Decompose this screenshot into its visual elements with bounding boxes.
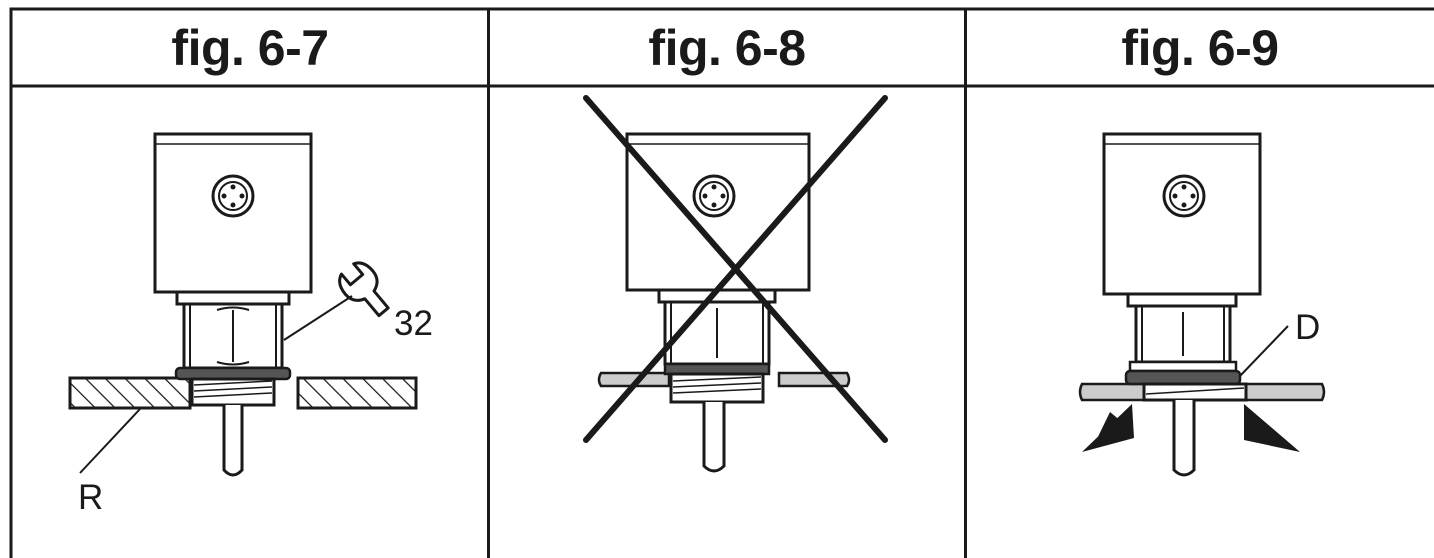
thread — [669, 372, 765, 404]
seal-D — [1124, 369, 1242, 386]
sensor-housing — [153, 132, 313, 294]
fig-6-7-title: fig. 6-7 — [171, 20, 329, 76]
thread — [190, 377, 276, 407]
arrow-left-shaft — [1094, 412, 1122, 445]
wrench-icon — [338, 261, 390, 318]
probe — [1172, 400, 1196, 477]
fig-6-9-panel: D — [966, 88, 1434, 558]
mounting-surface — [68, 376, 418, 410]
fig-6-9-drawing: D — [1078, 132, 1326, 477]
connector-icon — [692, 174, 736, 218]
cross-out-mark — [583, 95, 888, 443]
connector-icon — [211, 174, 255, 218]
fig-6-8-panel — [489, 88, 965, 558]
fig-6-8-drawing — [583, 95, 888, 473]
hex-nut — [1134, 304, 1232, 364]
leader-line-wrench — [283, 295, 353, 341]
sensor-housing — [1102, 132, 1262, 296]
sensor-neck — [1126, 292, 1238, 308]
seal-ring — [174, 366, 292, 381]
leader-line-R — [79, 408, 141, 474]
thin-plate-left — [597, 371, 671, 388]
washer — [1128, 360, 1238, 373]
seal-label-D: D — [1295, 308, 1320, 347]
thin-plate-right — [1244, 382, 1326, 402]
wrench-size-label: 32 — [394, 304, 433, 343]
leader-line-D — [1239, 325, 1289, 377]
fig-6-9-title: fig. 6-9 — [1121, 20, 1279, 76]
probe — [222, 405, 244, 477]
probe — [702, 402, 726, 473]
surface-label-R: R — [78, 478, 103, 517]
fig-6-8-title: fig. 6-8 — [648, 20, 806, 76]
hex-nut — [182, 302, 284, 370]
thread — [1142, 382, 1248, 402]
fig-6-7-drawing: R 32 — [68, 132, 433, 517]
thin-plate-left — [1078, 382, 1146, 402]
connector-icon — [1162, 174, 1206, 218]
sensor-neck — [175, 290, 291, 306]
arrow-right-icon — [1244, 404, 1300, 452]
fig-6-7-panel: R 32 — [12, 88, 488, 558]
